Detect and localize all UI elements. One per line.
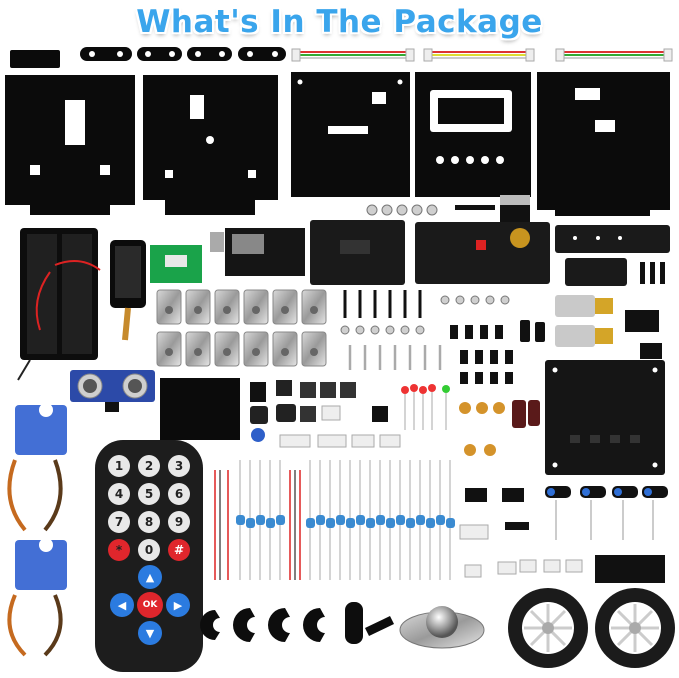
battery-holder (17, 228, 101, 381)
remote-key-3[interactable]: 3 (168, 455, 190, 477)
left-arrow-icon[interactable]: ◀ (110, 593, 134, 617)
ok-button[interactable]: OK (137, 592, 163, 618)
standoffs (450, 325, 513, 384)
resistor-bodies (236, 515, 455, 528)
regulator (500, 195, 530, 223)
remote-key-hash[interactable]: # (168, 539, 190, 561)
remote-key-8[interactable]: 8 (138, 511, 160, 533)
hex-nuts (366, 204, 438, 216)
connectors (279, 434, 665, 583)
servo-horns (200, 602, 394, 644)
remote-key-6[interactable]: 6 (168, 483, 190, 505)
electrolytic-caps (512, 400, 540, 428)
jumper-wires (214, 470, 301, 580)
acrylic-strips (10, 47, 286, 68)
remote-key-4[interactable]: 4 (108, 483, 130, 505)
motor-driver-board (545, 360, 665, 475)
servo-motor-bottom (7, 538, 67, 657)
remote-key-7[interactable]: 7 (108, 511, 130, 533)
ics-and-buttons (250, 380, 388, 442)
right-arrow-icon[interactable]: ▶ (166, 593, 190, 617)
metal-brackets (156, 289, 327, 367)
down-arrow-icon[interactable]: ▼ (138, 621, 162, 645)
acrylic-panels (5, 72, 670, 216)
up-arrow-icon[interactable]: ▲ (138, 565, 162, 589)
remote-keypad: 1 2 3 4 5 6 7 8 9 * 0 # (108, 455, 190, 561)
wire-harnesses (291, 48, 673, 62)
remote-dpad: ▲ ◀ OK ▶ ▼ (110, 565, 190, 645)
acrylic-plate (160, 378, 240, 440)
remote-key-0[interactable]: 0 (138, 539, 160, 561)
remote-key-9[interactable]: 9 (168, 511, 190, 533)
wheel-right (595, 588, 675, 668)
remote-key-2[interactable]: 2 (138, 455, 160, 477)
remote-key-5[interactable]: 5 (138, 483, 160, 505)
ceramic-caps (459, 402, 505, 456)
remote-key-1[interactable]: 1 (108, 455, 130, 477)
header-pins (455, 205, 495, 210)
package-title: What's In The Package (136, 4, 543, 40)
wheel-left (508, 588, 588, 668)
small-nuts (340, 295, 510, 335)
remote-key-star[interactable]: * (108, 539, 130, 561)
screws (343, 290, 422, 318)
capacitors (520, 320, 545, 342)
ir-line-sensors (545, 486, 668, 540)
display-module (110, 240, 146, 341)
caster-ball (399, 606, 485, 649)
silver-screws (348, 345, 442, 370)
gear-motors (555, 295, 659, 347)
leds (401, 384, 450, 430)
header-pins-right (640, 262, 665, 359)
ultrasonic-sensor (70, 370, 155, 412)
pcb-boards (310, 220, 670, 286)
servo-motor-top (7, 403, 67, 532)
esp32-board (150, 228, 305, 283)
